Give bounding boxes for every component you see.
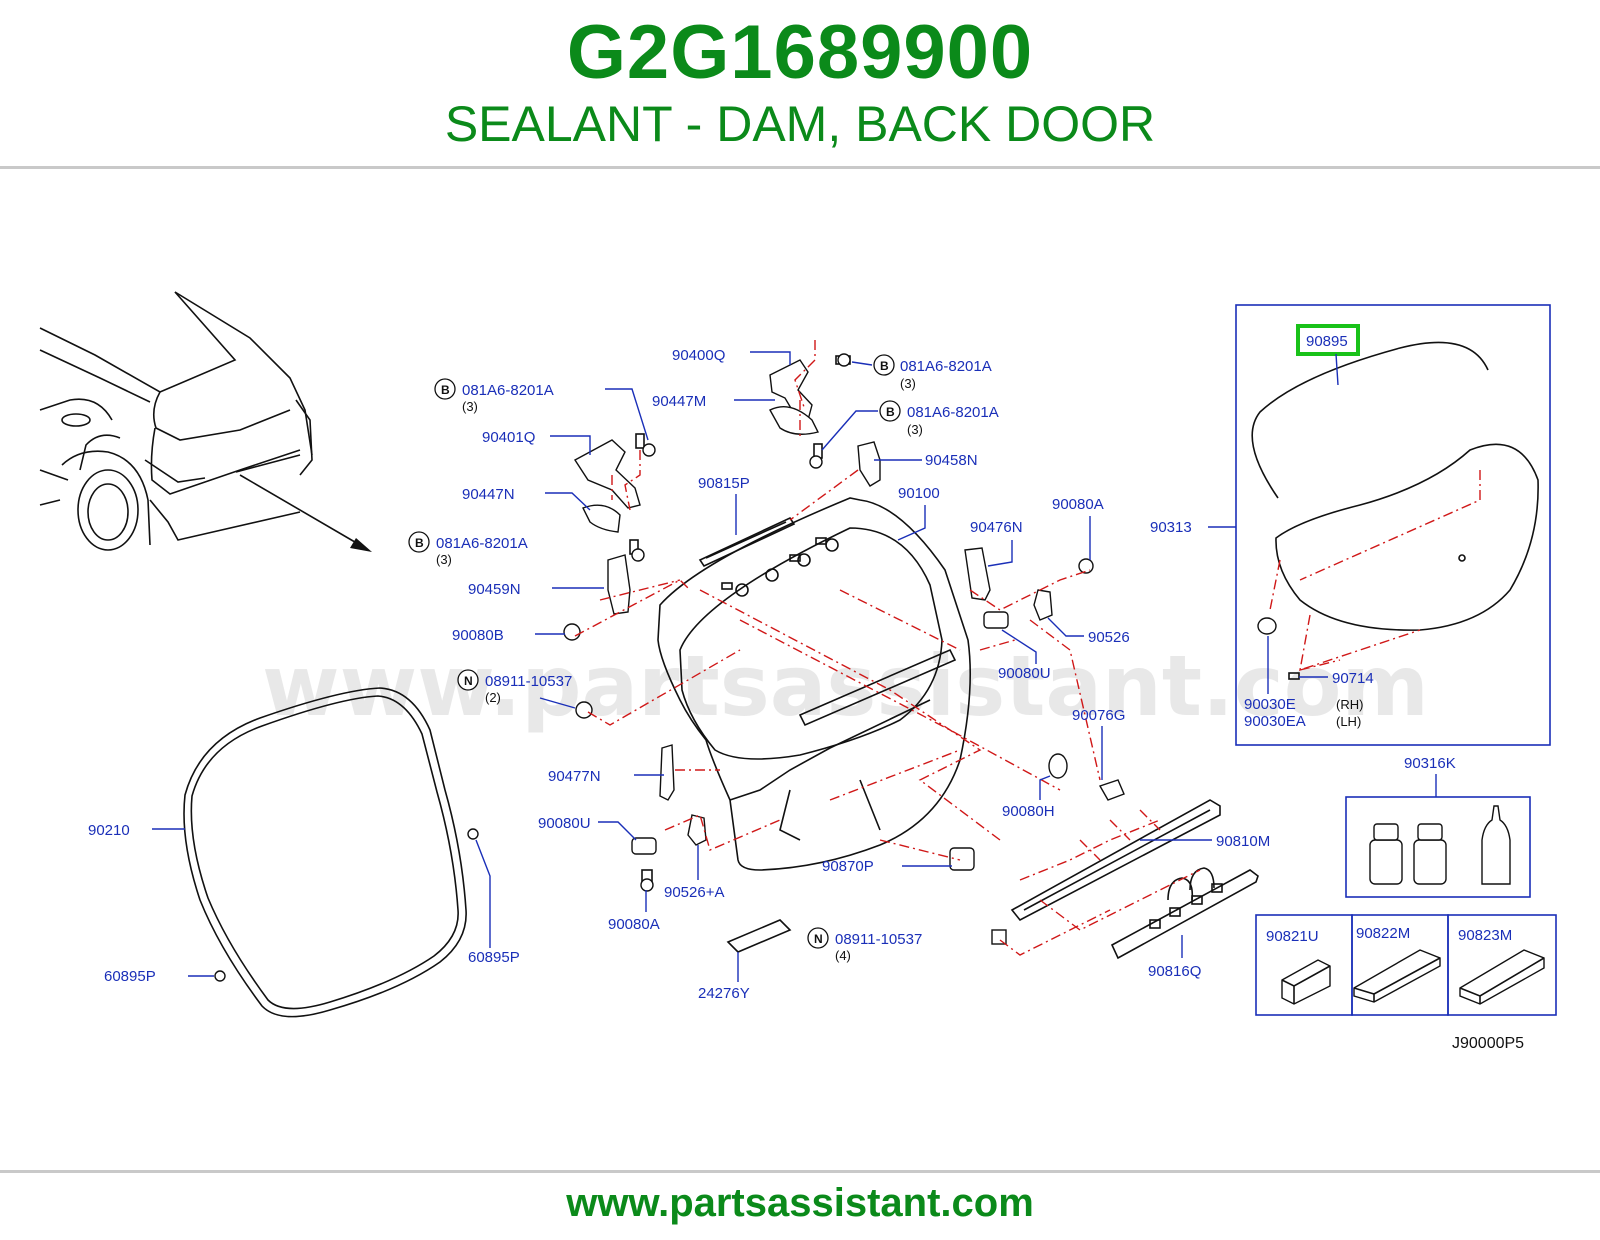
callout-081A6-8201A-top-left[interactable]: 081A6-8201A — [462, 382, 554, 399]
callout-90316K[interactable]: 90316K — [1404, 755, 1456, 772]
callout-90076G[interactable]: 90076G — [1072, 707, 1125, 724]
callout-90823M[interactable]: 90823M — [1458, 927, 1512, 944]
callout-90401Q[interactable]: 90401Q — [482, 429, 535, 446]
label-plate-part — [726, 919, 792, 953]
bolt-symbol-b — [873, 354, 895, 376]
callout-90821U[interactable]: 90821U — [1266, 928, 1319, 945]
vehicle-rear-view-sketch — [39, 291, 372, 552]
back-door-panel — [657, 497, 972, 871]
svg-text:B: B — [880, 359, 889, 373]
svg-text:B: B — [441, 383, 450, 397]
callout-90477N[interactable]: 90477N — [548, 768, 601, 785]
callout-90476N[interactable]: 90476N — [970, 519, 1023, 536]
dam-parts-boxes: 90821U 90822M 90823M — [1255, 914, 1557, 1016]
diagram-reference-code: J90000P5 — [1452, 1035, 1524, 1052]
callout-90447M[interactable]: 90447M — [652, 393, 706, 410]
callout-90458N[interactable]: 90458N — [925, 452, 978, 469]
svg-text:(RH): (RH) — [1336, 697, 1363, 712]
header-divider — [0, 166, 1600, 169]
part-name-subtitle: SEALANT - DAM, BACK DOOR — [444, 96, 1156, 152]
svg-text:(4): (4) — [835, 948, 851, 963]
callout-90100[interactable]: 90100 — [898, 485, 940, 502]
callout-90080A-bottom[interactable]: 90080A — [608, 916, 660, 933]
clip-symbol-n — [807, 927, 829, 949]
callout-90447N[interactable]: 90447N — [462, 486, 515, 503]
parts-diagram: www.partsassistant.com — [39, 291, 1557, 1052]
svg-text:(3): (3) — [436, 552, 452, 567]
callout-90526-plus-A[interactable]: 90526+A — [664, 884, 724, 901]
highlight-box-90895 — [1296, 324, 1360, 356]
callout-90714[interactable]: 90714 — [1332, 670, 1374, 687]
callout-90080U-left[interactable]: 90080U — [538, 815, 591, 832]
svg-text:(3): (3) — [907, 422, 923, 437]
callout-90030E[interactable]: 90030E — [1244, 696, 1296, 713]
bolt-symbol-b — [434, 378, 456, 400]
svg-text:N: N — [464, 674, 473, 688]
callout-08911-10537-bottom[interactable]: 08911-10537 — [835, 931, 922, 948]
clip-symbol-n — [457, 669, 479, 691]
callout-90870P[interactable]: 90870P — [822, 858, 874, 875]
callout-90313[interactable]: 90313 — [1150, 519, 1192, 536]
callout-081A6-8201A-mid-left[interactable]: 081A6-8201A — [436, 535, 528, 552]
callout-90459N[interactable]: 90459N — [468, 581, 521, 598]
svg-text:B: B — [886, 405, 895, 419]
callout-90080A-top[interactable]: 90080A — [1052, 496, 1104, 513]
callout-081A6-8201A-top-right[interactable]: 081A6-8201A — [900, 358, 992, 375]
bolt-symbol-b — [879, 400, 901, 422]
callout-90816Q[interactable]: 90816Q — [1148, 963, 1201, 980]
weatherstrip-seal-part — [183, 687, 467, 1018]
svg-text:N: N — [814, 932, 823, 946]
callout-90030EA[interactable]: 90030EA — [1244, 713, 1306, 730]
callout-90080U-right[interactable]: 90080U — [998, 665, 1051, 682]
callout-90080H[interactable]: 90080H — [1002, 803, 1055, 820]
fasteners — [214, 353, 1125, 982]
callout-081A6-8201A-mid-right[interactable]: 081A6-8201A — [907, 404, 999, 421]
callout-90400Q[interactable]: 90400Q — [672, 347, 725, 364]
callout-60895P-left[interactable]: 60895P — [104, 968, 156, 985]
back-door-finisher-part — [1010, 799, 1221, 922]
svg-text:(3): (3) — [900, 376, 916, 391]
bolt-symbol-b — [408, 531, 430, 553]
callout-90895[interactable]: 90895 — [1306, 333, 1348, 350]
back-window-glass-inset: 90895 90714 90030E (RH) 90030EA (LH) — [1235, 304, 1551, 746]
callout-90080B[interactable]: 90080B — [452, 627, 504, 644]
footer-website-link[interactable]: www.partsassistant.com — [566, 1181, 1034, 1225]
svg-text:(3): (3) — [462, 399, 478, 414]
page-header: G2G1689900 SEALANT - DAM, BACK DOOR — [0, 0, 1600, 168]
callout-08911-10537-left[interactable]: 08911-10537 — [485, 673, 572, 690]
hinge-and-bracket-parts — [573, 359, 1053, 846]
callout-90815P[interactable]: 90815P — [698, 475, 750, 492]
callout-90210[interactable]: 90210 — [88, 822, 130, 839]
assembly-guide-lines — [574, 340, 1201, 956]
spoiler-strip-part — [698, 516, 796, 568]
footer-divider — [0, 1170, 1600, 1173]
callout-90526[interactable]: 90526 — [1088, 629, 1130, 646]
svg-text:(LH): (LH) — [1336, 714, 1361, 729]
svg-text:(2): (2) — [485, 690, 501, 705]
svg-text:B: B — [415, 536, 424, 550]
watermark-text: www.partsassistant.com — [262, 637, 1429, 735]
callout-60895P-right[interactable]: 60895P — [468, 949, 520, 966]
callout-24276Y[interactable]: 24276Y — [698, 985, 750, 1002]
license-lamp-finisher-part — [1110, 867, 1259, 960]
callout-90822M[interactable]: 90822M — [1356, 925, 1410, 942]
sealant-kit-box: 90316K — [1345, 755, 1531, 898]
part-number-title: G2G1689900 — [566, 10, 1034, 95]
callouts: 90400Q B 081A6-8201A (3) B 081A6-8201A (… — [88, 347, 1270, 1002]
callout-90810M[interactable]: 90810M — [1216, 833, 1270, 850]
